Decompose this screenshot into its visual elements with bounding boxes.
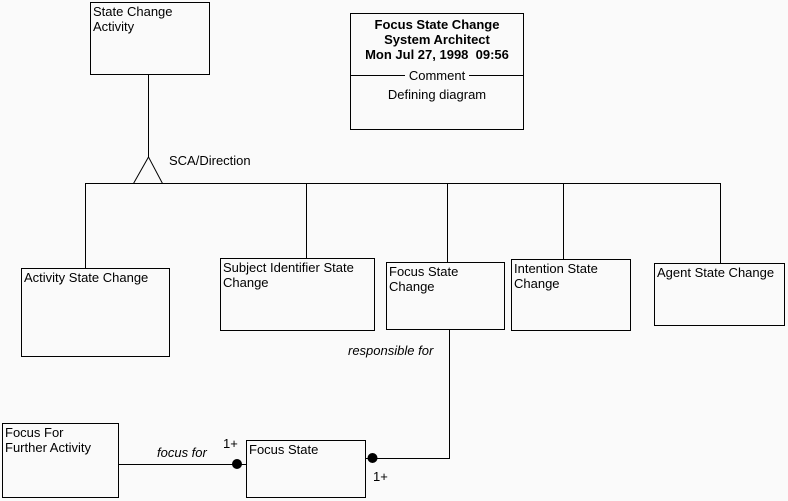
node-state-change-activity[interactable]: State Change Activity (90, 2, 210, 75)
comment-divider: Comment (351, 68, 523, 83)
node-subject-identifier-state-change[interactable]: Subject Identifier State Change (220, 258, 375, 331)
responsible-for-association-dot (367, 453, 378, 463)
title-diagram-name: Focus State Change (374, 17, 500, 32)
node-focus-state[interactable]: Focus State (246, 440, 366, 498)
node-agent-state-change[interactable]: Agent State Change (654, 263, 785, 326)
decomposition-label: SCA/Direction (169, 153, 251, 168)
focus-for-association-dot (232, 459, 242, 469)
node-activity-state-change[interactable]: Activity State Change (21, 268, 170, 357)
decomposition-triangle-icon (132, 155, 164, 184)
responsible-for-label: responsible for (348, 343, 434, 358)
responsible-for-cardinality-label: 1+ (373, 469, 388, 484)
node-focus-state-change[interactable]: Focus State Change (386, 262, 505, 330)
title-tool-name: System Architect (384, 32, 490, 47)
comment-heading: Comment (408, 68, 466, 83)
responsible-for-connector (366, 330, 450, 459)
title-timestamp: Mon Jul 27, 1998 09:56 (365, 47, 509, 62)
node-intention-state-change[interactable]: Intention State Change (511, 259, 631, 331)
focus-for-label: focus for (157, 445, 207, 460)
comment-text: Defining diagram (387, 87, 487, 102)
focus-for-cardinality-label: 1+ (223, 436, 238, 451)
node-focus-for-further-activity[interactable]: Focus For Further Activity (2, 423, 119, 498)
diagram-title-box[interactable]: Focus State Change System Architect Mon … (350, 13, 524, 130)
